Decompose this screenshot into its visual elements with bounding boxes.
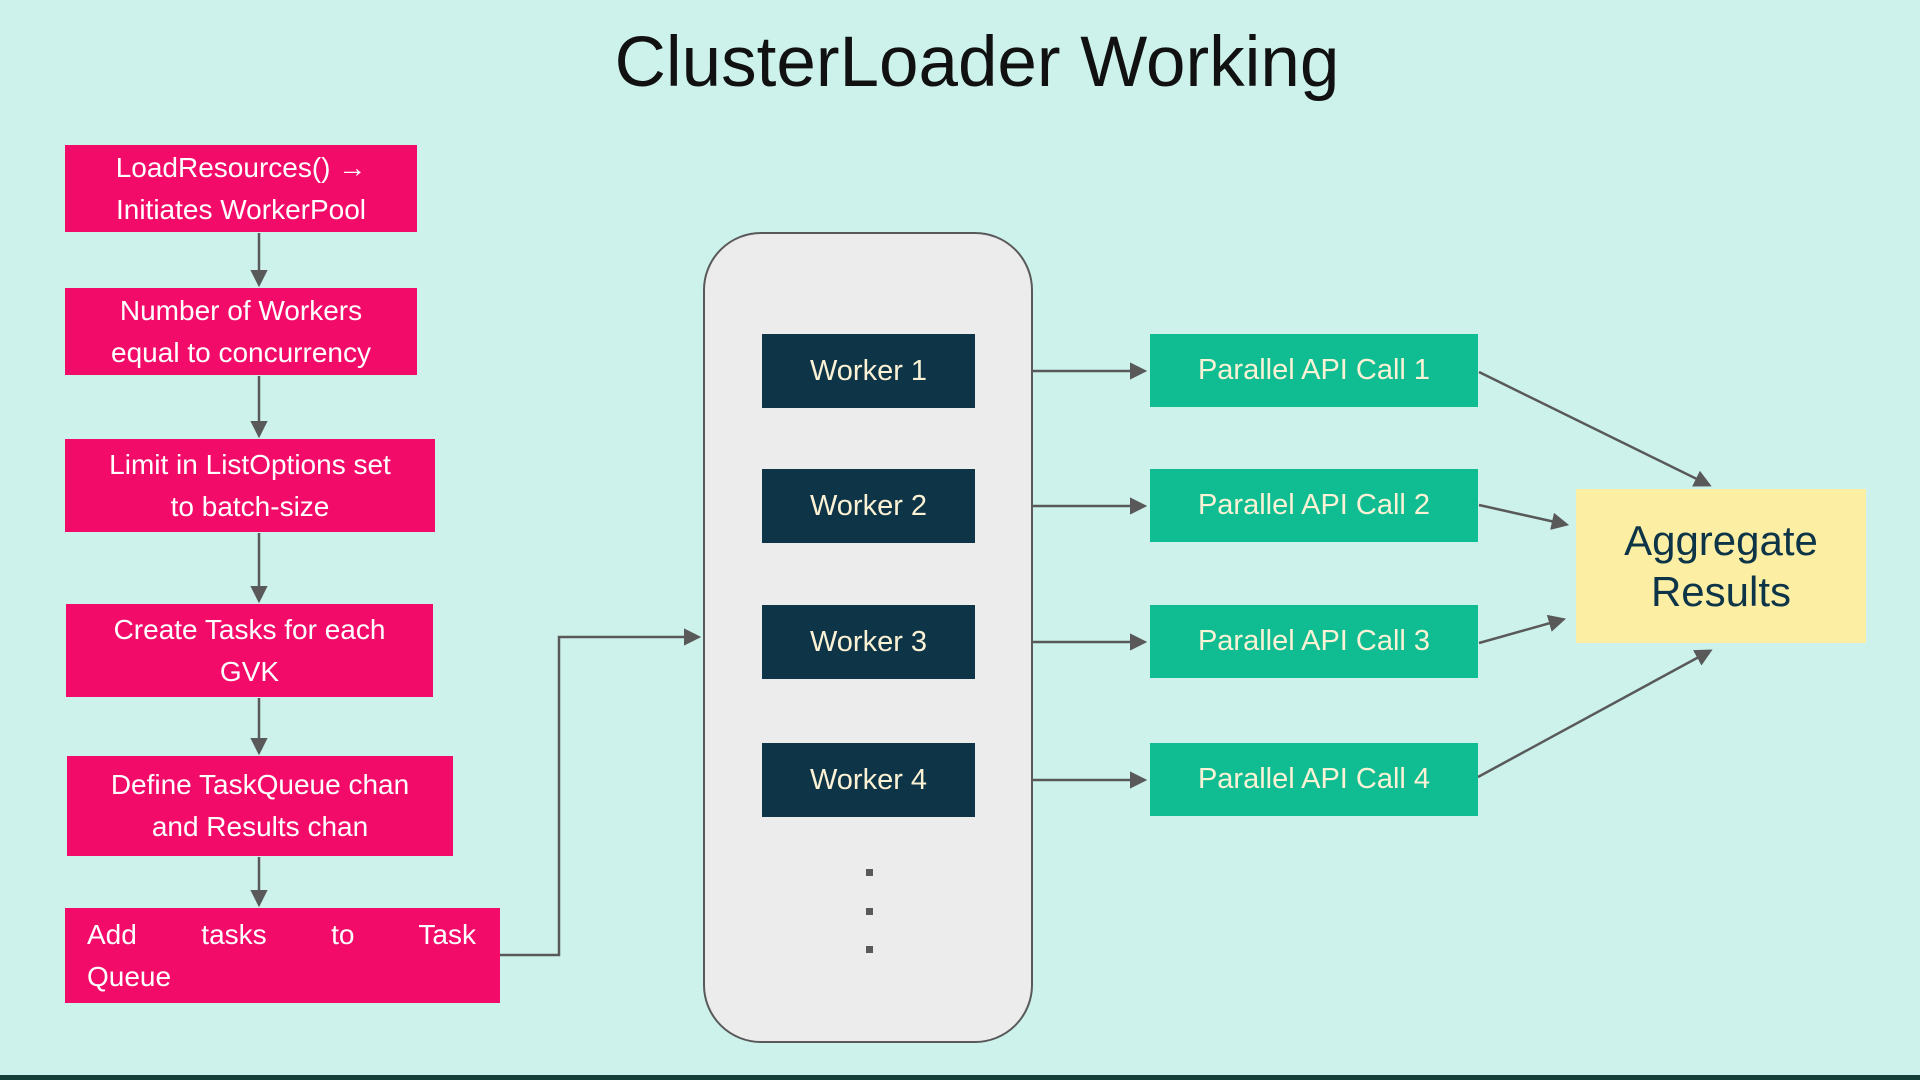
flow-step-line: Initiates WorkerPool [115,193,367,225]
worker-label: Worker 3 [809,625,928,658]
call3-to-aggregate-arrow [1478,614,1567,645]
flow-step-line: Define TaskQueue chan [110,769,410,800]
flow-step-line: equal to concurrency [111,336,371,368]
ellipsis-dot [866,946,873,953]
flow-step-line: LoadResources() → [115,151,367,183]
flow-step-line: Create Tasks for each [113,613,386,645]
flow-step-add-tasks: Add tasks to Task Queue [65,908,500,1003]
flow-step-load-resources: LoadResources() → Initiates WorkerPool [65,145,417,232]
page-title: ClusterLoader Working [614,23,1340,102]
api-call-label: Parallel API Call 1 [1197,354,1431,386]
api-call-1-box: Parallel API Call 1 [1150,334,1478,407]
call1-to-aggregate-arrow [1478,370,1712,487]
aggregate-line: Results [1650,568,1792,615]
flow-step-line: Add tasks to Task [87,918,476,950]
flow-step-line: Limit in ListOptions set [109,448,391,480]
worker-3-box: Worker 3 [762,605,975,679]
api-call-3-box: Parallel API Call 3 [1150,605,1478,678]
ellipsis-dot [866,908,873,915]
worker-label: Worker 2 [809,489,928,522]
flow-step-line: and Results chan [151,811,369,842]
flow-step-line: Number of Workers [119,294,363,326]
api-call-label: Parallel API Call 4 [1197,763,1431,795]
worker-1-box: Worker 1 [762,334,975,408]
api-call-2-box: Parallel API Call 2 [1150,469,1478,542]
aggregate-results-box: Aggregate Results [1576,489,1866,643]
aggregate-line: Aggregate [1624,517,1818,564]
api-call-label: Parallel API Call 3 [1197,625,1431,657]
worker-2-box: Worker 2 [762,469,975,543]
flow-step-create-tasks: Create Tasks for each GVK [66,604,433,697]
worker-label: Worker 4 [809,763,928,796]
flow-step-define-channels: Define TaskQueue chan and Results chan [67,756,453,856]
worker-4-box: Worker 4 [762,743,975,817]
worker-label: Worker 1 [809,354,928,387]
call2-to-aggregate-arrow [1478,503,1570,530]
api-call-label: Parallel API Call 2 [1197,489,1431,521]
flow-step-line: GVK [219,655,280,687]
flow-step-limit-listoptions: Limit in ListOptions set to batch-size [65,439,435,532]
ellipsis-dot [866,869,873,876]
flow-step-line: Queue [87,960,172,992]
flow-step-line: to batch-size [170,490,330,522]
api-call-4-box: Parallel API Call 4 [1150,743,1478,816]
call4-to-aggregate-arrow [1477,649,1713,779]
bottom-edge-bar [0,1075,1920,1080]
flow-step-number-of-workers: Number of Workers equal to concurrency [65,288,417,375]
